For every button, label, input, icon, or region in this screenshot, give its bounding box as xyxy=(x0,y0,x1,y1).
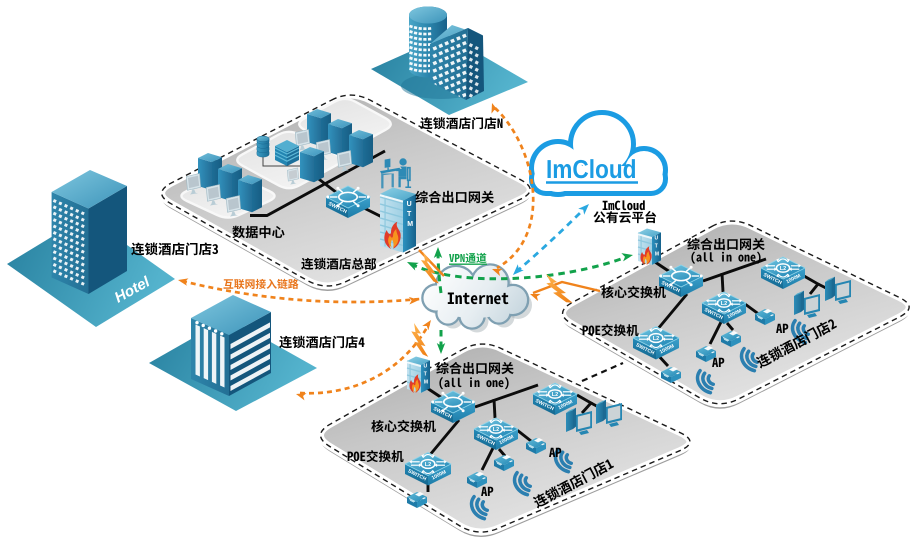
svg-text:L2: L2 xyxy=(780,266,786,272)
svg-text:U T M: U T M xyxy=(407,201,414,228)
svg-text:U T M: U T M xyxy=(654,235,659,257)
svg-text:L2: L2 xyxy=(493,427,499,433)
svg-text:L2: L2 xyxy=(653,336,659,342)
svg-text:L2: L2 xyxy=(425,462,431,468)
svg-text:L2: L2 xyxy=(721,301,727,307)
svg-text:U T M: U T M xyxy=(423,363,428,385)
svg-text:L2: L2 xyxy=(552,392,558,398)
